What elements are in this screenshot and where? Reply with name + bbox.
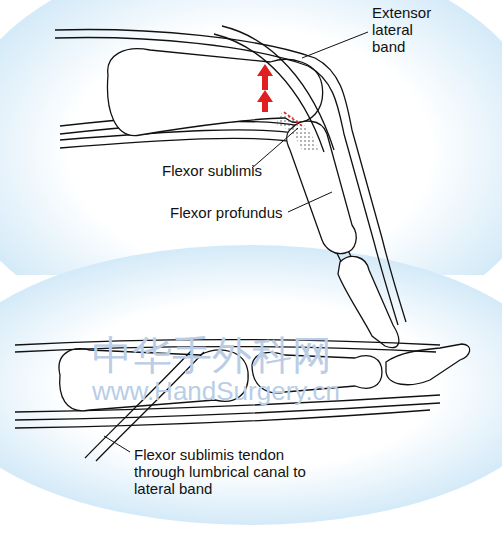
flexed-finger <box>55 26 406 348</box>
part-label: Flexor sublimis <box>162 162 292 179</box>
part-label: Flexor sublimis tendon through lumbrical… <box>134 446 316 497</box>
force-arrows <box>257 64 273 112</box>
part-label: Extensor lateral band <box>372 4 442 55</box>
part-label: Flexor profundus <box>170 204 300 221</box>
glow <box>0 245 502 525</box>
watermark: 中华手外科网 <box>92 328 332 383</box>
dashed-mark <box>284 112 302 126</box>
watermark: www.HandSurgery.cn <box>92 376 340 407</box>
